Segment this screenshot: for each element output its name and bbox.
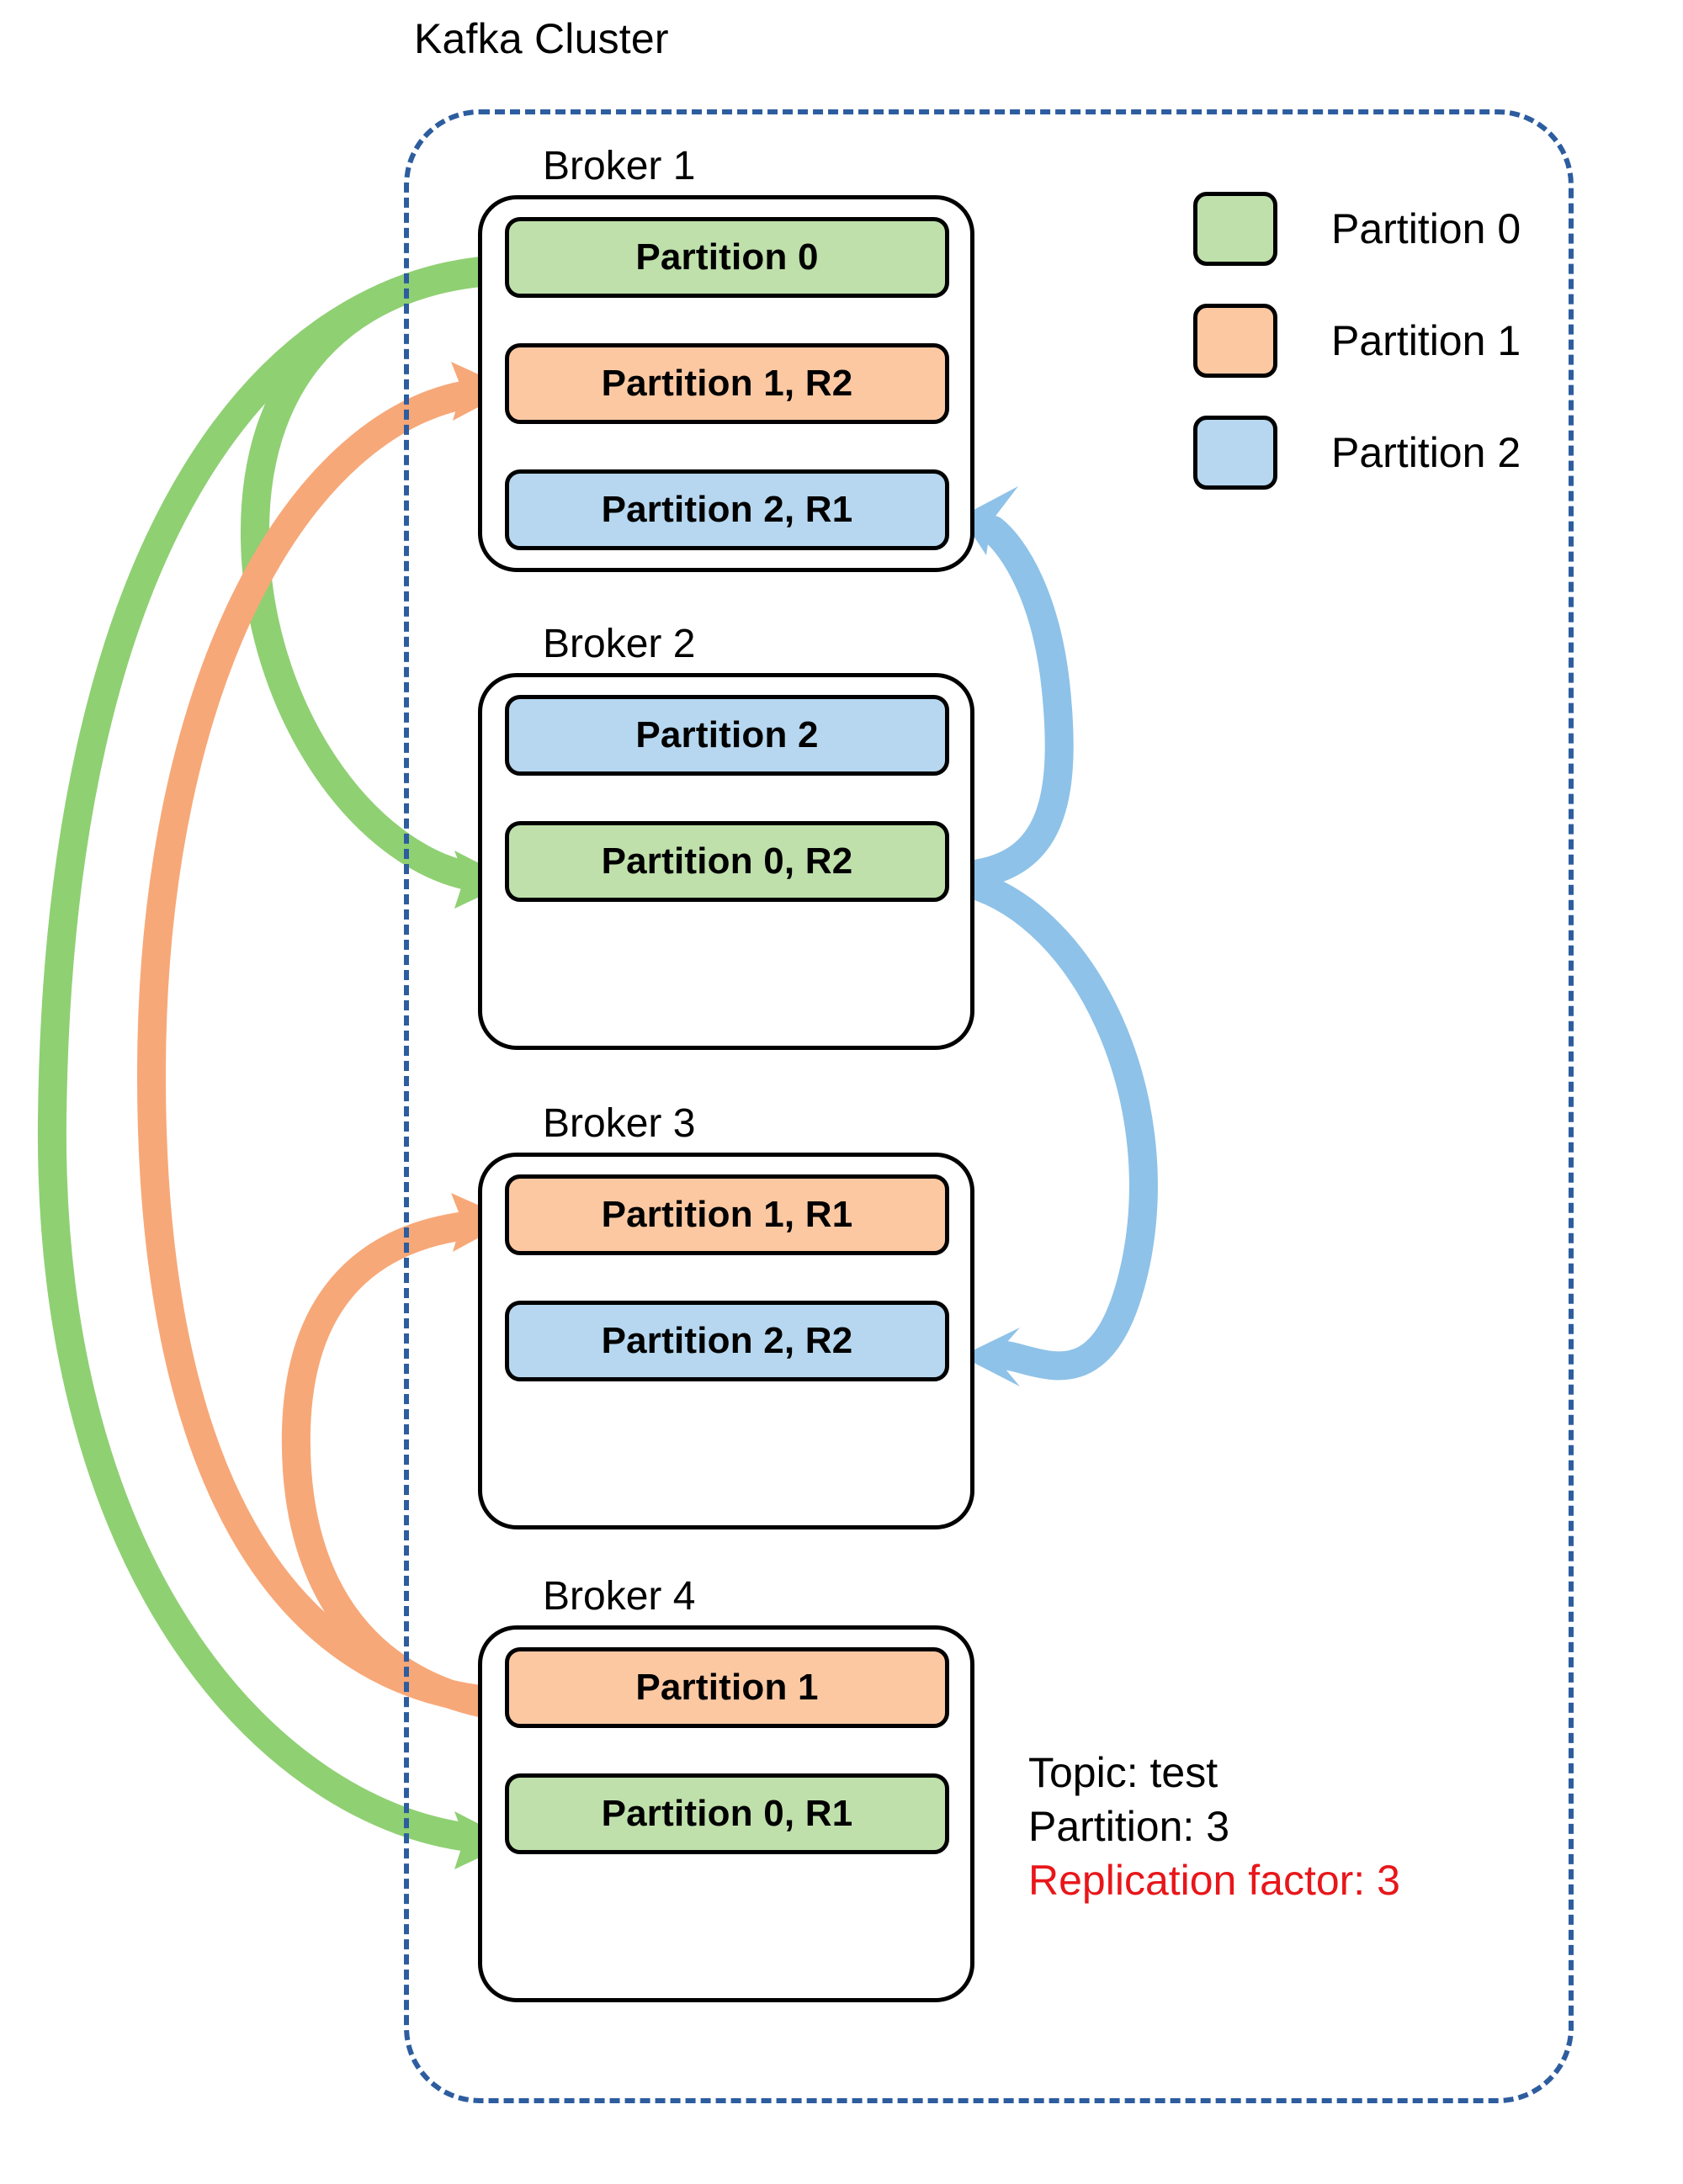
partition-chip-b4-p0r1[interactable]: Partition 0, R1 — [505, 1773, 949, 1854]
legend-row-partition-2: Partition 2 — [1193, 416, 1521, 490]
partition-chip-b2-p2[interactable]: Partition 2 — [505, 695, 949, 776]
topic-name-line: Topic: test — [1028, 1749, 1218, 1796]
legend-swatch-blue-icon — [1193, 416, 1277, 490]
kafka-cluster-title: Kafka Cluster — [414, 15, 669, 62]
partition-chip-b3-p2r2[interactable]: Partition 2, R2 — [505, 1301, 949, 1381]
partition-chip-b2-p0r2[interactable]: Partition 0, R2 — [505, 821, 949, 902]
legend-swatch-orange-icon — [1193, 304, 1277, 378]
broker-2-title: Broker 2 — [543, 622, 696, 666]
partition-chip-b3-p1r1[interactable]: Partition 1, R1 — [505, 1174, 949, 1255]
legend-row-partition-0: Partition 0 — [1193, 192, 1521, 266]
legend-label-partition-0: Partition 0 — [1331, 205, 1521, 252]
broker-3-title: Broker 3 — [543, 1101, 696, 1146]
legend: Partition 0 Partition 1 Partition 2 — [1193, 192, 1521, 527]
legend-label-partition-1: Partition 1 — [1331, 317, 1521, 364]
replication-factor-line: Replication factor: 3 — [1028, 1857, 1400, 1904]
topic-summary: Topic: test Partition: 3 Replication fac… — [1028, 1746, 1400, 1907]
partition-chip-b1-p0[interactable]: Partition 0 — [505, 217, 949, 298]
legend-label-partition-2: Partition 2 — [1331, 429, 1521, 476]
legend-swatch-green-icon — [1193, 192, 1277, 266]
partition-chip-b4-p1[interactable]: Partition 1 — [505, 1647, 949, 1728]
legend-row-partition-1: Partition 1 — [1193, 304, 1521, 378]
partition-chip-b1-p2r1[interactable]: Partition 2, R1 — [505, 469, 949, 550]
broker-1-title: Broker 1 — [543, 144, 696, 188]
partition-count-line: Partition: 3 — [1028, 1803, 1230, 1850]
broker-4-title: Broker 4 — [543, 1574, 696, 1619]
partition-chip-b1-p1r2[interactable]: Partition 1, R2 — [505, 343, 949, 424]
